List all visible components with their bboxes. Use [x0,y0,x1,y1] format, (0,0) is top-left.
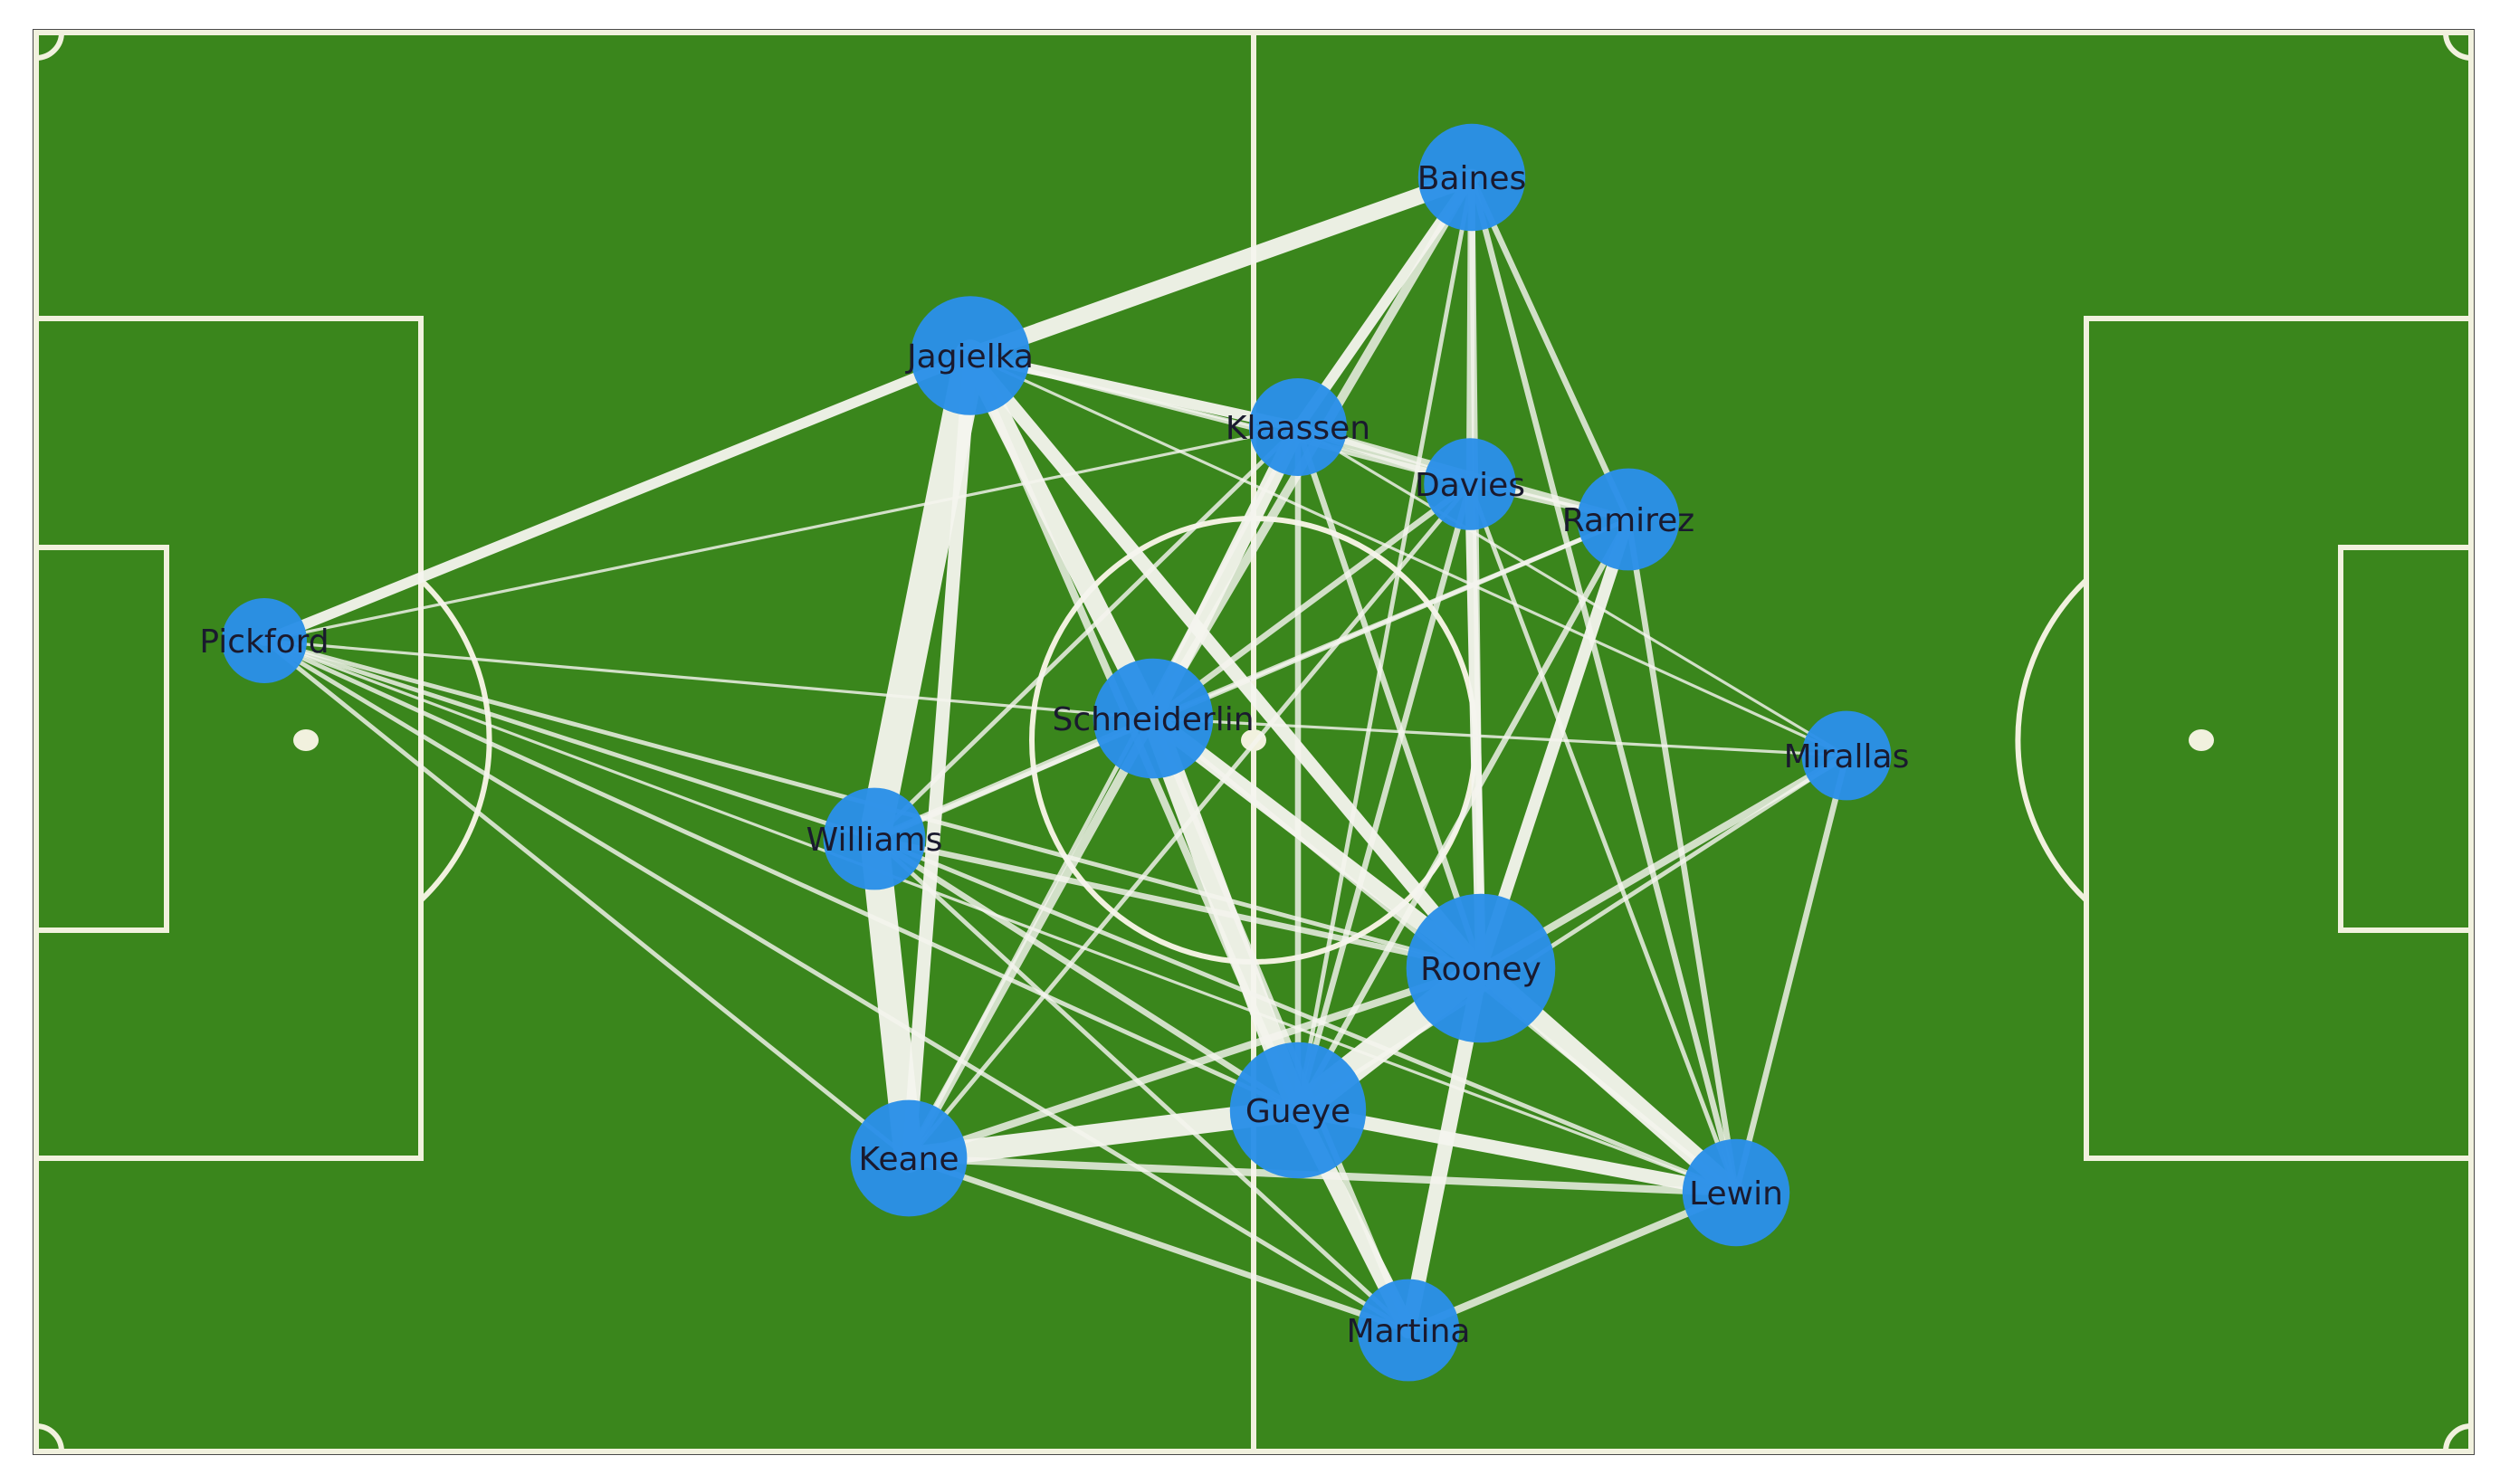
player-node-baines: Baines [1417,123,1526,232]
pass-edge-williams-rooney [871,835,1484,972]
player-marker-rooney [1406,893,1556,1043]
player-node-keane: Keane [850,1099,968,1217]
pass-edge-pickford-gueye [262,638,1301,1113]
pass-edge-davies-rooney [1465,479,1486,974]
pass-edge-williams-lewin [872,836,1739,1195]
player-marker-mirallas [1801,710,1892,801]
pass-edge-pickford-klaassen [262,425,1300,642]
player-node-lewin: Lewin [1682,1138,1790,1247]
pass-edge-baines-ramirez [1468,174,1632,523]
pass-edge-jagielka-williams [858,339,987,855]
pass-edge-pickford-williams [262,638,877,842]
player-node-klaassen: Klaassen [1226,378,1370,476]
pass-edge-pickford-keane [262,638,911,1161]
player-marker-schneiderlin [1093,658,1214,779]
player-marker-ramirez [1577,468,1680,571]
player-marker-jagielka [911,296,1030,415]
corner-arc-bottom-right [2443,1423,2472,1452]
pass-edge-ramirez-lewin [1625,516,1740,1196]
pass-edge-pickford-schneiderlin [262,639,1155,720]
player-label-davies: Davies [1415,467,1525,504]
pass-edge-davies-gueye [1294,480,1474,1114]
player-node-davies: Davies [1415,438,1525,530]
player-marker-baines [1417,123,1526,232]
pass-edge-baines-gueye [1295,175,1474,1113]
player-marker-lewin [1682,1138,1790,1247]
pass-edge-mirallas-lewin [1732,752,1850,1196]
corner-arc-top-right [2443,32,2472,61]
pass-edge-jagielka-schneiderlin [960,346,1163,728]
pass-edge-jagielka-keane [902,348,978,1165]
player-marker-keane [850,1099,968,1217]
player-label-williams: Williams [806,822,943,859]
pass-edge-keane-martina [905,1155,1412,1334]
player-marker-pickford [222,598,307,683]
player-label-ramirez: Ramirez [1562,502,1694,539]
pass-edge-jagielka-baines [961,168,1481,365]
player-marker-gueye [1229,1042,1367,1179]
football-pitch [33,29,2475,1455]
player-marker-williams [823,787,926,890]
pass-edge-davies-schneiderlin [1150,480,1474,722]
player-label-schneiderlin: Schneiderlin [1052,701,1254,738]
pass-edge-keane-lewin [904,1154,1741,1197]
player-label-baines: Baines [1417,160,1526,197]
pass-edge-klaassen-mirallas [1296,425,1848,757]
player-nodes: Pickford Jagielka BainesKlaassenDaviesRami… [199,123,1910,1382]
pass-edge-ramirez-rooney [1474,513,1635,975]
right-penalty-spot [2189,729,2214,751]
left-penalty-spot [293,729,319,751]
player-node-rooney: Rooney [1406,893,1556,1043]
pass-edge-schneiderlin-mirallas [1151,717,1848,757]
pass-edge-rooney-keane [904,964,1485,1163]
player-marker-davies [1424,438,1516,530]
left-penalty-arc [418,577,492,903]
player-label-rooney: Rooney [1420,951,1541,988]
player-node-mirallas: Mirallas [1784,710,1910,801]
player-label-martina: Martina [1347,1313,1471,1350]
player-label-klaassen: Klaassen [1226,410,1370,447]
right-penalty-arc [2015,577,2089,903]
pass-edge-gueye-lewin [1291,1103,1743,1200]
player-node-jagielka: Jagielka [905,296,1034,415]
player-node-schneiderlin: Schneiderlin [1052,658,1255,779]
pass-edge-baines-lewin [1468,174,1740,1196]
right-goal-area [2338,545,2474,933]
left-goal-area [33,545,169,933]
pass-edge-klaassen-rooney [1294,423,1484,972]
pass-edge-williams-gueye [871,835,1302,1114]
player-label-mirallas: Mirallas [1784,738,1910,775]
corner-arc-bottom-left [35,1423,64,1452]
player-marker-martina [1357,1279,1460,1382]
player-node-martina: Martina [1347,1279,1471,1382]
pass-edge-pickford-jagielka [259,350,976,646]
player-label-gueye: Gueye [1245,1093,1350,1130]
player-label-pickford: Pickford [199,623,329,661]
player-node-ramirez: Ramirez [1562,468,1694,571]
player-marker-klaassen [1249,378,1347,476]
player-node-gueye: Gueye [1229,1042,1367,1179]
pass-edge-davies-lewin [1467,481,1739,1195]
player-label-lewin: Lewin [1689,1175,1783,1213]
player-node-williams: Williams [806,787,943,890]
player-label-keane: Keane [859,1141,959,1178]
pass-edge-lewin-martina [1404,1188,1741,1335]
player-label-jagielka: Jagielka [905,338,1034,376]
pass-edge-pickford-martina [262,638,1411,1333]
corner-arc-top-left [35,32,64,61]
player-node-pickford: Pickford [199,598,329,683]
pass-edge-klaassen-williams [872,424,1301,842]
